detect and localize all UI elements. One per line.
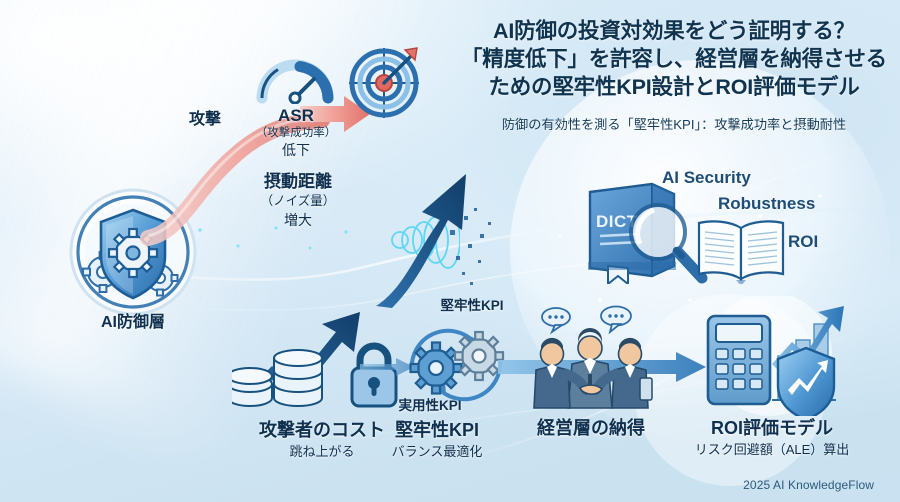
asr-title: ASR (278, 106, 314, 125)
defense-layer-label: AI防御層 (100, 314, 165, 331)
attack-arrowhead-red (300, 96, 370, 132)
keyword-ai-security: AI Security (662, 168, 751, 187)
open-book-icon (697, 220, 785, 284)
connector-arrow-to-kpi (360, 358, 414, 376)
asr-subtitle: （攻撃成功率） (255, 127, 337, 139)
page-subtitle: 防御の有効性を測る「堅牢性KPI」：攻撃成功率と摂動耐性 (501, 117, 847, 132)
magnifier-icon (629, 203, 708, 284)
dictionary-book-text: DICT (596, 212, 638, 231)
roi-evaluation-icon (706, 296, 844, 416)
target-bullseye-icon (349, 47, 419, 118)
title-line-1: AI防御の投資対効果をどう証明する？ (493, 19, 855, 43)
growth-arrow-navy-upper (376, 174, 466, 308)
attacker-cost-subtitle: 跳ね上がる (289, 444, 355, 459)
roi-title: ROI評価モデル (710, 418, 833, 438)
footer-credit: 2025 AI KnowledgeFlow (743, 478, 874, 492)
perturbation-subtitle: （ノイズ量） (260, 194, 336, 208)
executives-handshake-icon (533, 305, 653, 409)
kpi-balance-gears-icon (409, 328, 505, 402)
attacker-cost-icons (232, 312, 398, 408)
attack-label: 攻撃 (188, 111, 221, 128)
perturbation-title: 摂動距離 (264, 172, 332, 191)
attacker-cost-title: 攻撃者のコスト (259, 420, 385, 440)
attack-arrow-red (140, 112, 330, 246)
kpi-title: 堅牢性KPI (394, 420, 479, 440)
kpi-top-label: 堅牢性KPI (440, 298, 504, 313)
asr-trend: 低下 (282, 142, 310, 158)
kpi-subtitle: バランス最適化 (391, 444, 483, 459)
title-line-2: 「精度低下」を許容し、経営層を納得させる (460, 46, 887, 71)
consensus-label: 経営層の納得 (537, 418, 645, 438)
keyword-robustness: Robustness (718, 194, 816, 213)
keyword-roi: ROI (788, 232, 819, 251)
kpi-utility-label: 実用性KPI (398, 398, 462, 413)
title-line-3: ための堅牢性KPI設計とROI評価モデル (488, 74, 860, 99)
page-title: AI防御の投資対効果をどう証明する？ 「精度低下」を許容し、経営層を納得させる … (452, 18, 896, 102)
gauge-meter-icon (256, 59, 334, 104)
roi-subtitle: リスク回避額（ALE）算出 (694, 442, 850, 457)
perturbation-trend: 増大 (284, 212, 312, 228)
